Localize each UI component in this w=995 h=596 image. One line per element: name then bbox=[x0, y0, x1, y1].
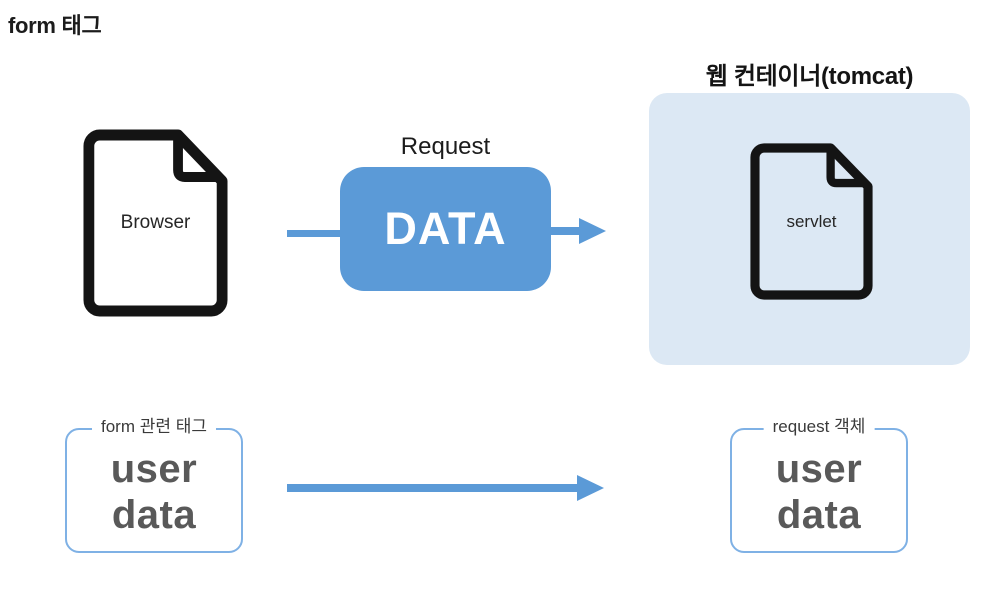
form-tag-box: form 관련 태그 user data bbox=[65, 416, 243, 553]
request-data-box: DATA bbox=[340, 167, 551, 291]
request-box-user-data: user data bbox=[732, 446, 906, 538]
arrow-shaft bbox=[287, 484, 579, 492]
web-container-caption: 웹 컨테이너(tomcat) bbox=[705, 63, 914, 90]
form-box-line2: data bbox=[111, 493, 197, 537]
request-caption: Request bbox=[400, 133, 491, 160]
arrow-shaft bbox=[551, 227, 581, 235]
servlet-label: servlet bbox=[786, 211, 837, 231]
browser-document-icon: Browser bbox=[83, 129, 228, 317]
data-to-container-arrow bbox=[551, 218, 606, 244]
browser-to-data-connector bbox=[287, 230, 341, 237]
request-box-line2: data bbox=[776, 493, 862, 537]
arrow-head-icon bbox=[577, 475, 604, 501]
form-box-line1: user bbox=[110, 447, 198, 491]
servlet-document-icon: servlet bbox=[750, 143, 873, 300]
request-object-box: request 객체 user data bbox=[730, 416, 908, 553]
document-icon-shape bbox=[750, 143, 873, 300]
browser-label: Browser bbox=[120, 212, 191, 233]
form-box-legend: form 관련 태그 bbox=[91, 416, 217, 438]
page-title: form 태그 bbox=[8, 13, 102, 38]
data-box-label: DATA bbox=[384, 203, 507, 254]
form-box-user-data: user data bbox=[67, 446, 241, 538]
document-icon-shape bbox=[83, 129, 228, 317]
request-box-legend: request 객체 bbox=[763, 416, 875, 438]
request-box-line1: user bbox=[775, 447, 863, 491]
form-to-request-arrow bbox=[287, 475, 604, 501]
web-container-box: servlet bbox=[649, 93, 970, 365]
arrow-head-icon bbox=[579, 218, 606, 244]
